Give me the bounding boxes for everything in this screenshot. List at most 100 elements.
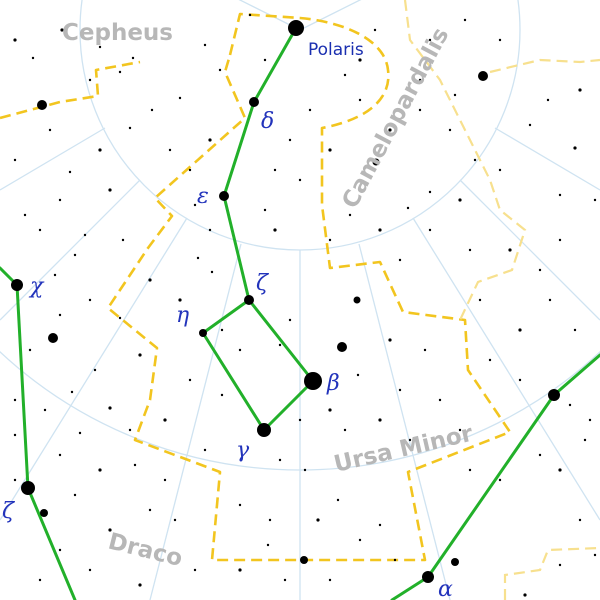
star-eta-umi [199,329,207,337]
ursa-minor-figure [201,26,315,432]
field-star [98,148,102,152]
field-star [406,206,410,210]
field-star [336,498,340,502]
star-zeta-umi [244,295,254,305]
star-labels: Polaris δ ε ζ η β γ χ ζ α [2,40,453,600]
field-star [578,518,582,522]
field-star [58,548,62,552]
field-star [538,453,542,457]
star-delta-umi [249,97,259,107]
field-star [218,68,222,72]
field-star [108,406,112,410]
field-star [328,408,332,412]
asterism-line [26,486,77,600]
field-star [473,158,477,162]
field-star [78,431,82,435]
label-epsilon: ε [197,184,209,209]
field-star [408,438,412,442]
field-star [83,233,87,237]
field-star [70,390,74,394]
star-bright-field [478,71,488,81]
field-star [558,563,562,567]
field-star [453,93,457,97]
star-bright-field [353,296,361,304]
asterism-line [252,26,298,104]
star-gamma-umi [257,423,271,437]
field-star [163,478,167,482]
label-cepheus: Cepheus [62,20,173,46]
cepheus-boundary [0,60,141,120]
label-draco: Draco [106,529,185,572]
field-star [568,403,572,407]
field-star [418,108,422,112]
field-star [28,348,32,352]
field-star [220,393,224,397]
star-iota-dra [548,389,560,401]
field-star [13,38,17,42]
draco-figure [0,266,600,600]
field-star [348,213,352,217]
field-star [178,298,182,302]
field-star [193,203,197,207]
field-star [588,418,592,422]
field-star [573,146,577,150]
field-star [13,398,17,402]
field-star [428,190,432,194]
label-ursa-minor: Ursa Minor [332,421,476,478]
field-star [118,70,122,74]
asterism-line [15,283,30,490]
star-polaris [288,20,304,36]
field-star [98,45,102,49]
field-star [43,408,47,412]
field-star [438,398,442,402]
field-star [58,198,62,202]
meridian-line [299,0,362,31]
field-star [31,56,35,60]
field-star [388,338,392,342]
named-stars [11,20,560,583]
asterism-line [201,298,251,335]
field-star [298,178,302,182]
label-delta: δ [261,109,274,134]
field-star [428,38,432,42]
label-alpha-dra: α [438,577,453,600]
field-star [378,523,382,527]
field-star [488,358,492,362]
asterism-line [201,331,266,432]
star-zeta-dra [21,481,35,495]
asterism-line [262,379,315,432]
camelopardalis-boundary-north [489,58,600,74]
field-star [73,253,77,257]
field-star [238,348,242,352]
field-star [273,168,277,172]
field-star [548,298,552,302]
label-gamma: γ [236,438,250,463]
field-star [263,58,267,62]
meridian-line [494,127,600,191]
field-star [298,418,302,422]
meridian-line [0,179,141,321]
field-star [238,503,242,507]
field-star [131,56,135,60]
field-star [358,538,362,542]
field-star [288,318,292,322]
field-star [98,468,102,472]
field-star [188,168,192,172]
field-star [558,193,562,197]
field-star [108,188,112,192]
field-star [328,578,332,582]
label-polaris: Polaris [308,40,364,60]
field-star [328,148,332,152]
field-star [88,298,92,302]
field-star [73,493,77,497]
meridian-line [0,217,188,521]
field-star [593,198,597,202]
field-star [133,463,137,467]
field-star [203,43,207,47]
background-stars [13,13,597,597]
field-star [378,228,382,232]
field-star [58,453,62,457]
field-star [150,108,154,112]
